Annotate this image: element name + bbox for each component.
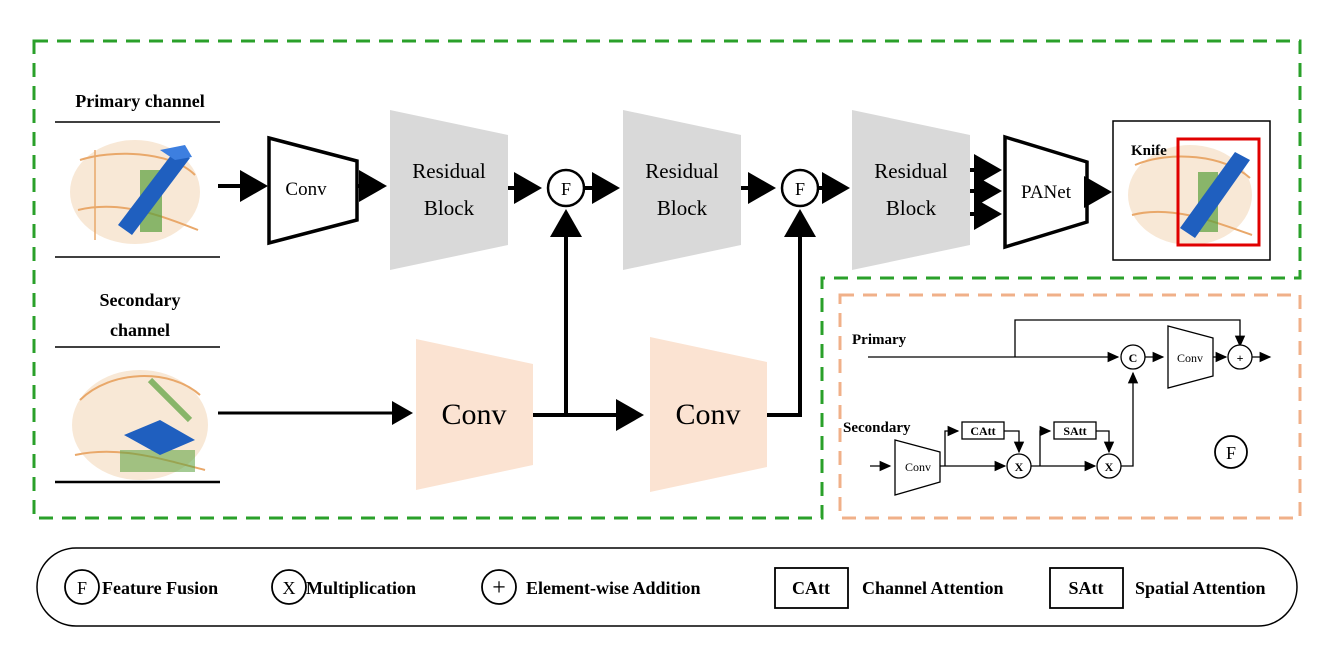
legend-fusion-icon [64, 569, 100, 605]
fusion-detail-mult2-label: X [1105, 460, 1114, 474]
secondary-channel-label-line1: Secondary [100, 290, 181, 310]
fusion-detail-satt-label: SAtt [1063, 424, 1086, 438]
secondary-conv-block-2 [650, 337, 767, 492]
legend-satt-symbol: SAtt [1069, 578, 1104, 598]
residual-block-2-label-line2: Block [657, 196, 708, 220]
legend-fusion-symbol: F [77, 578, 87, 598]
legend-addition-symbol: + [492, 575, 506, 601]
legend-frame [36, 547, 1298, 627]
fusion-detail-conv-in-label: Conv [905, 460, 931, 474]
fusion-detail-conv-out-label: Conv [1177, 351, 1203, 365]
fusion-detail-mult1-label: X [1015, 460, 1024, 474]
fusion-detail-symbol [1214, 435, 1248, 469]
primary-conv-block [267, 135, 359, 246]
residual-block-1-label-line1: Residual [412, 159, 486, 183]
fusion-detail-symbol-label: F [1226, 443, 1236, 463]
secondary-conv-block-1 [416, 339, 533, 490]
residual-block-3-label-line1: Residual [874, 159, 948, 183]
fusion-detail-conv-out-block [1167, 325, 1214, 389]
secondary-conv2-to-fusion2-arrow [767, 209, 816, 417]
primary-channel-label: Primary channel [75, 91, 204, 111]
legend-multiplication-icon [271, 569, 307, 605]
fusion-node-1-label: F [561, 179, 571, 199]
fusion-detail-conv-in-block [894, 439, 941, 496]
fusion-detail-add-label: + [1237, 351, 1244, 365]
residual-block-3-label-line2: Block [886, 196, 937, 220]
secondary-conv-block-2-label: Conv [675, 398, 740, 431]
legend-catt-symbol: CAtt [792, 578, 830, 598]
legend-satt-box [1049, 567, 1124, 609]
fusion-detail-primary-label: Primary [852, 332, 907, 348]
legend-multiplication-symbol: X [283, 578, 296, 598]
fusion-detail-concat-label: C [1129, 351, 1138, 365]
fusion-detail-secondary-label: Secondary [843, 420, 911, 436]
panet-label: PANet [1021, 182, 1072, 203]
primary-xray-image [70, 140, 200, 244]
secondary-xray-image [72, 370, 208, 480]
legend-addition-label: Element-wise Addition [526, 578, 701, 598]
output-xray-image [1128, 145, 1253, 245]
fusion-detail-mult2-to-concat [1121, 371, 1139, 467]
residual-block-3 [852, 110, 970, 270]
legend-addition-icon [481, 569, 517, 605]
detection-label: Knife [1131, 143, 1167, 159]
legend-catt-label: Channel Attention [862, 578, 1004, 598]
legend-multiplication-label: Multiplication [306, 578, 416, 598]
fusion-detail-region [838, 293, 1302, 520]
fusion-node-2-label: F [795, 179, 805, 199]
main-network-region [32, 39, 1302, 520]
fusion-detail-to-satt [1039, 425, 1052, 466]
secondary-channel-label-line2: channel [110, 320, 170, 340]
fusion-detail-satt-to-mult2 [1096, 430, 1115, 454]
primary-conv-label: Conv [285, 179, 327, 200]
fusion-detail-catt-label: CAtt [970, 424, 995, 438]
residual-block-2-label-line1: Residual [645, 159, 719, 183]
panet-block [1003, 134, 1089, 250]
secondary-conv-block-1-label: Conv [441, 398, 506, 431]
legend-catt-box [774, 567, 849, 609]
residual-block-1-label-line2: Block [424, 196, 475, 220]
legend-satt-label: Spatial Attention [1135, 578, 1266, 598]
legend-fusion-label: Feature Fusion [102, 578, 218, 598]
residual-block-1 [390, 110, 508, 270]
detection-box [1176, 137, 1261, 247]
fusion-detail-catt-to-mult1 [1004, 430, 1025, 454]
fusion-detail-skip-line [1014, 319, 1246, 357]
residual-block-2 [623, 110, 741, 270]
fusion-detail-to-catt [944, 425, 960, 466]
